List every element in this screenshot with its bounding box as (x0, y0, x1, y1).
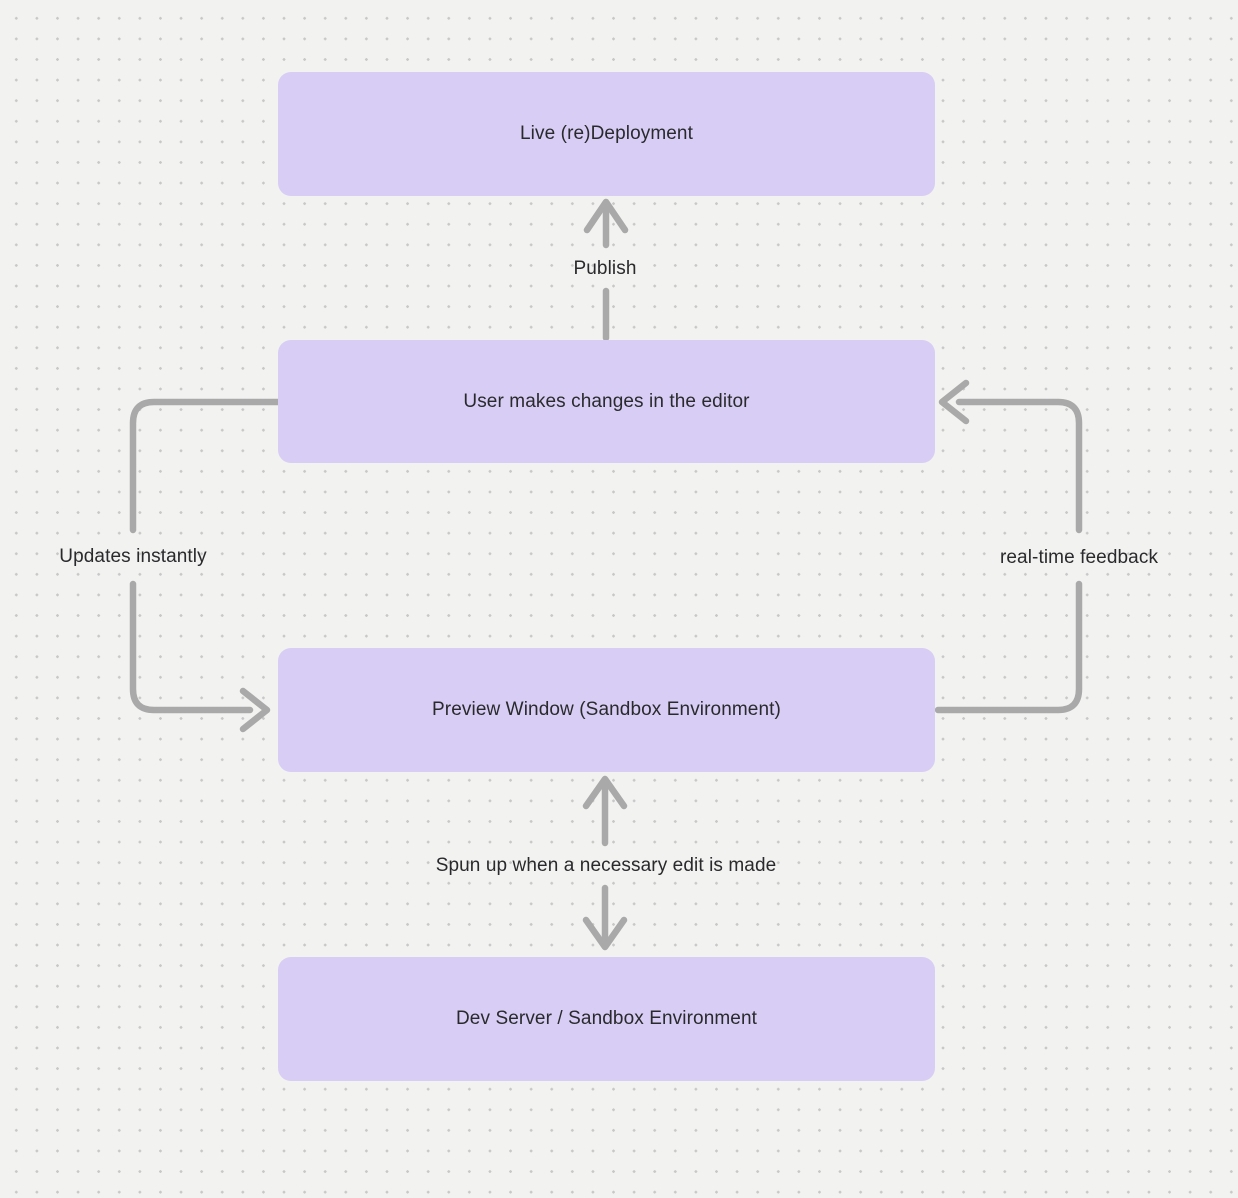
edge-updates-instantly-arrow[interactable] (129, 398, 282, 733)
edge-publish-arrow[interactable] (583, 198, 629, 342)
node-preview-window[interactable]: Preview Window (Sandbox Environment) (278, 648, 935, 772)
edge-label-realtime-feedback[interactable]: real-time feedback (999, 547, 1159, 568)
node-user-editor-label: User makes changes in the editor (463, 390, 750, 412)
node-live-deployment[interactable]: Live (re)Deployment (278, 72, 935, 196)
node-preview-window-label: Preview Window (Sandbox Environment) (432, 699, 781, 720)
node-live-deployment-label: Live (re)Deployment (520, 123, 693, 144)
edge-label-updates-instantly[interactable]: Updates instantly (59, 546, 207, 567)
edge-spun-up-arrows[interactable] (582, 775, 628, 951)
node-dev-server-label: Dev Server / Sandbox Environment (455, 1008, 757, 1029)
edge-label-publish[interactable]: Publish (573, 258, 637, 279)
node-dev-server[interactable]: Dev Server / Sandbox Environment (278, 957, 935, 1081)
node-user-editor[interactable]: User makes changes in the editor (278, 340, 935, 463)
edge-realtime-feedback-arrow[interactable] (934, 379, 1083, 714)
edge-label-spun-up[interactable]: Spun up when a necessary edit is made (435, 855, 777, 876)
